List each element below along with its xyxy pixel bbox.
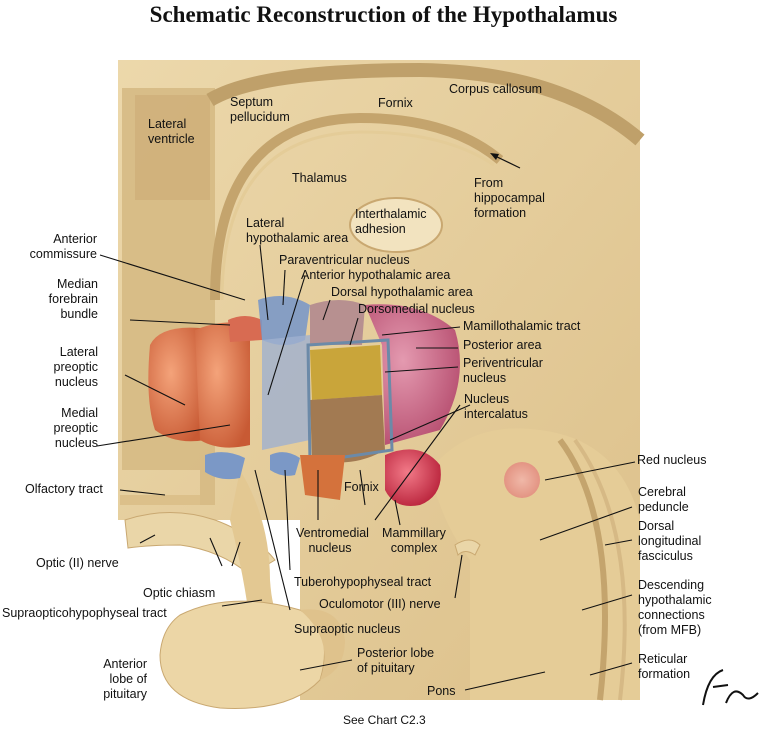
lateral-hypothalamic-blue [258, 296, 310, 345]
label-optic-chiasm: Optic chiasm [143, 586, 216, 600]
pituitary-stalk [230, 470, 280, 625]
olfactory-tract [120, 495, 200, 505]
label-interthalamic-adhesion: Interthalamic adhesion [355, 207, 427, 236]
ventromedial-nucleus [310, 395, 385, 463]
label-reticular: Reticular formation [638, 652, 691, 681]
label-dorsomedial: Dorsomedial nucleus [358, 302, 475, 316]
label-corpus-callosum: Corpus callosum [449, 82, 543, 96]
label-fornix-bottom: Fornix [344, 480, 379, 494]
red-nucleus [504, 462, 540, 498]
oculomotor-nerve [454, 539, 481, 556]
mammillary-complex [385, 449, 441, 506]
label-anterior-commissure: Anterior commissure [29, 232, 97, 261]
label-cerebral-peduncle: Cerebral peduncle [638, 485, 689, 514]
corpus-callosum-arc [206, 62, 645, 146]
label-lateral-ventricle: Lateral ventricle [148, 117, 195, 146]
label-mammillary: Mammillary complex [382, 526, 446, 555]
label-dorsal-hypothalamic: Dorsal hypothalamic area [331, 285, 473, 299]
label-from-hippocampal: From hippocampal formation [474, 176, 545, 220]
figure-title: Schematic Reconstruction of the Hypothal… [149, 2, 618, 27]
label-supraoptic: Supraoptic nucleus [294, 622, 401, 636]
label-optic-nerve: Optic (II) nerve [36, 556, 119, 570]
label-periventricular: Periventricular nucleus [463, 356, 543, 385]
label-ventromedial: Ventromedial nucleus [296, 526, 369, 555]
anterior-hypothalamic-area [262, 335, 310, 450]
label-mamillothalamic: Mamillothalamic tract [463, 319, 581, 333]
label-tuberohypophyseal: Tuberohypophyseal tract [294, 575, 432, 589]
label-oculomotor: Oculomotor (III) nerve [319, 597, 441, 611]
label-thalamus: Thalamus [292, 171, 347, 185]
label-fornix-top: Fornix [378, 96, 413, 110]
netter-signature [702, 669, 759, 706]
anterior-commissure-bulge [228, 316, 262, 342]
periventricular-outline [306, 338, 394, 464]
supraoptic-blue [205, 452, 245, 480]
posterior-lobe [300, 609, 345, 680]
medial-preoptic-nucleus [195, 322, 250, 448]
dorsomedial-nucleus [310, 345, 382, 400]
label-posterior-area: Posterior area [463, 338, 542, 352]
label-pons: Pons [427, 684, 456, 698]
anterior-lobe [159, 600, 325, 709]
label-posterior-lobe: Posterior lobe of pituitary [357, 646, 435, 675]
label-red-nucleus: Red nucleus [637, 453, 707, 467]
label-lateral-hypothalamic: Lateral hypothalamic area [246, 216, 349, 245]
leader-lines [96, 244, 636, 691]
label-paraventricular: Paraventricular nucleus [279, 253, 410, 267]
lateral-preoptic-nucleus [148, 327, 205, 442]
label-nucleus-intercalatus: Nucleus intercalatus [464, 392, 528, 421]
label-medial-preoptic: Medial preoptic nucleus [53, 406, 98, 450]
label-lateral-preoptic: Lateral preoptic nucleus [53, 345, 98, 389]
tuberal-orange [300, 455, 345, 500]
label-septum-pellucidum: Septum pellucidum [230, 95, 290, 124]
label-supraopticohypophyseal: Supraopticohypophyseal tract [2, 606, 167, 620]
dorsal-hypothalamic-area [310, 300, 365, 345]
label-median-forebrain: Median forebrain bundle [48, 277, 98, 321]
label-dorsal-longitudinal: Dorsal longitudinal fasciculus [638, 519, 702, 563]
label-descending: Descending hypothalamic connections (fro… [638, 578, 712, 637]
interthalamic-adhesion [349, 197, 443, 253]
optic-nerve [124, 512, 276, 576]
footer-chart-reference: See Chart C2.3 [343, 713, 426, 727]
fornix-arc [210, 112, 504, 301]
label-anterior-lobe: Anterior lobe of pituitary [103, 657, 147, 701]
label-olfactory-tract: Olfactory tract [25, 482, 103, 496]
label-anterior-hypothalamic: Anterior hypothalamic area [301, 268, 451, 282]
